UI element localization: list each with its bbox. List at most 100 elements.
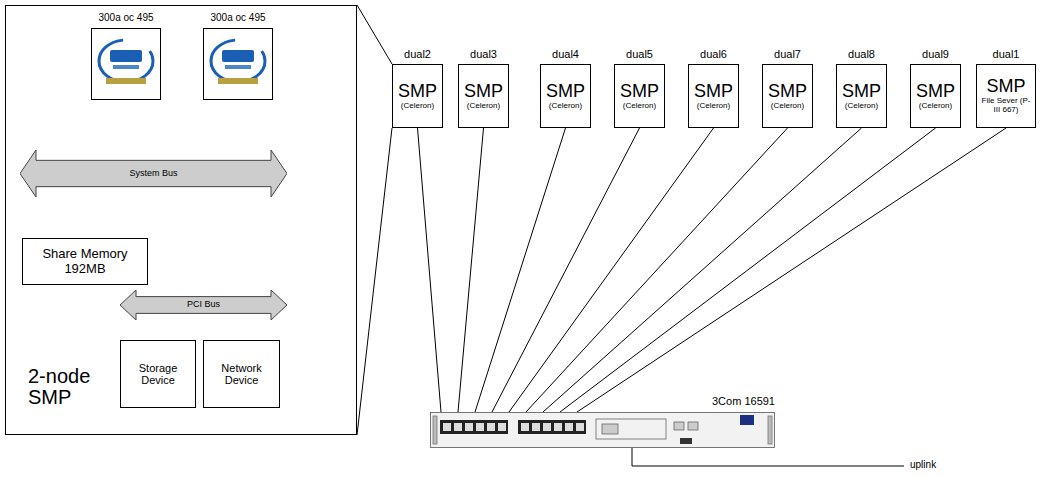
logo-swirl [99,40,153,82]
node-label: SMP [768,82,807,102]
smp-box: dual5SMP(Celeron) [614,64,665,128]
node-heading: dual9 [891,48,980,60]
node-heading: dual1 [957,48,1040,60]
port [498,423,506,431]
node-label: (Celeron) [771,102,804,111]
node-heading: dual3 [439,48,528,60]
port [543,423,551,431]
node-label: Storage Device [127,362,189,386]
smp-box: dual4SMP(Celeron) [540,64,591,128]
smp-enclosure: 2-node SMP 300a oc 495 300a oc 495System B… [5,5,357,435]
smp-box: dual1SMPFile Sever (P-III 667) [976,64,1036,128]
node-heading: dual5 [595,48,684,60]
network-cable [357,5,392,64]
logo-mark [225,65,251,69]
logo-band [106,78,146,84]
cable-label: uplink [910,459,936,470]
console-port [680,438,692,444]
port [532,423,540,431]
node-label: SMP [986,77,1025,97]
intel-logo [204,29,272,99]
led-block [674,422,684,430]
panel [596,419,666,439]
port [443,423,451,431]
network-cable [418,128,442,412]
node-label: (Celeron) [549,102,582,111]
network-switch: 3Com 16591 [430,412,775,448]
node-label: (Celeron) [919,102,952,111]
system-bus: System Bus [20,150,287,197]
port [521,423,529,431]
zoom-line [357,128,392,435]
uplink-cable [632,448,904,466]
port [554,423,562,431]
port [576,423,584,431]
switch-chassis [430,412,775,448]
node-label: PCI Bus [187,300,220,310]
network-box: Network Device [203,340,280,408]
switch-body [431,413,775,448]
led-block [688,422,698,430]
node-label: Network Device [211,362,273,386]
network-cable [475,128,566,412]
logo-band [218,78,258,84]
network-cable [577,128,1006,412]
port [476,423,484,431]
network-cable [509,128,714,412]
node-label: (Celeron) [845,102,878,111]
memory-box: Share Memory 192MB [22,238,148,285]
node-label: SMP [398,82,437,102]
node-label: (Celeron) [467,102,500,111]
node-label: (Celeron) [697,102,730,111]
port-group [440,420,508,434]
smp-box: dual7SMP(Celeron) [762,64,813,128]
cpu-chip: 300a oc 495 [203,28,273,100]
node-label: SMP [464,82,503,102]
logo-swirl [211,40,265,82]
node-label: SMP [916,82,955,102]
node-label: SMP [546,82,585,102]
port [465,423,473,431]
node-label: (Celeron) [401,102,434,111]
bus-shape [20,150,287,197]
intel-logo [92,29,160,99]
switch-ear [433,416,437,444]
node-heading: 3Com 16591 [712,395,775,407]
port [565,423,573,431]
network-cable [458,128,484,412]
node-heading: dual4 [521,48,610,60]
logo-mark [110,50,142,62]
node-heading: dual7 [743,48,832,60]
network-cable [543,128,862,412]
node-heading: 300a oc 495 [72,12,180,23]
node-label: File Sever (P-III 667) [980,97,1032,115]
storage-box: Storage Device [120,340,196,408]
logo-mark [222,50,254,62]
network-cable [560,128,936,412]
smp-box: dual2SMP(Celeron) [392,64,443,128]
smp-box: dual3SMP(Celeron) [458,64,509,128]
pci-bus: PCI Bus [120,290,287,320]
node-label: Share Memory 192MB [35,247,135,276]
switch-ear [768,416,772,444]
bus-shape [120,290,287,320]
node-label: SMP [694,82,733,102]
node-label: 2-node SMP [28,366,118,408]
port [487,423,495,431]
node-label: SMP [842,82,881,102]
node-heading: dual2 [373,48,462,60]
port-group [518,420,586,434]
smp-box: dual9SMP(Celeron) [910,64,961,128]
node-heading: dual8 [817,48,906,60]
brand-tag [740,415,754,425]
led-block [602,424,618,434]
node-heading: dual6 [669,48,758,60]
node-label: System Bus [129,169,177,179]
smp-box: dual6SMP(Celeron) [688,64,739,128]
node-label: (Celeron) [623,102,656,111]
logo-mark [113,65,139,69]
node-heading: 300a oc 495 [184,12,292,23]
smp-box: dual8SMP(Celeron) [836,64,887,128]
cpu-chip: 300a oc 495 [91,28,161,100]
node-label: SMP [620,82,659,102]
